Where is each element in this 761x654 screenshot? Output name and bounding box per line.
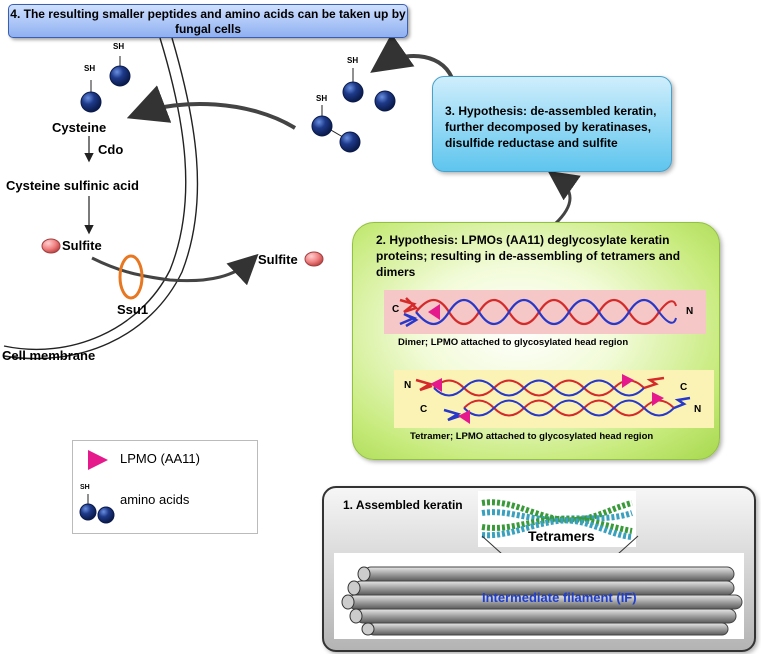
arrow-box2-to-box3 xyxy=(547,170,581,226)
amino-acid-cluster xyxy=(311,68,396,153)
cysteine-sulfinic-acid-label: Cysteine sulfinic acid xyxy=(6,178,139,193)
tetramers-illustration xyxy=(478,491,636,547)
step3-text: 3. Hypothesis: de-assembled keratin, fur… xyxy=(445,104,657,150)
sh-label-aa-2: SH xyxy=(316,94,328,103)
ssu1-label: Ssu1 xyxy=(117,302,149,317)
dimer-caption: Dimer; LPMO attached to glycosylated hea… xyxy=(398,337,629,348)
sh-label-aa-1: SH xyxy=(347,56,359,65)
sulfite-outside-label: Sulfite xyxy=(258,252,298,267)
cysteine-molecule xyxy=(80,56,131,113)
step3-box: 3. Hypothesis: de-assembled keratin, fur… xyxy=(432,76,672,172)
legend-lpmo-label: LPMO (AA11) xyxy=(120,451,200,466)
step4-box: 4. The resulting smaller peptides and am… xyxy=(8,4,408,38)
amino-acid-legend-icon xyxy=(79,494,115,524)
intermediate-filament-illustration xyxy=(334,553,744,639)
if-label: Intermediate filament (IF) xyxy=(482,590,637,605)
step4-text: 4. The resulting smaller peptides and am… xyxy=(10,7,406,36)
cell-membrane-label: Cell membrane xyxy=(2,348,96,363)
tetramer-c-label-left: C xyxy=(420,404,428,415)
ssu1-transporter-icon xyxy=(118,254,144,300)
cdo-label: Cdo xyxy=(98,142,124,157)
legend-sh-label: SH xyxy=(80,484,90,491)
sh-label-cysteine-2: SH xyxy=(113,42,125,51)
cell-membrane-lines xyxy=(3,37,199,360)
step2-text: 2. Hypothesis: LPMOs (AA11) deglycosylat… xyxy=(376,233,681,279)
sulfite-inside-label: Sulfite xyxy=(62,238,102,253)
tetramers-label: Tetramers xyxy=(528,528,595,544)
step1-text: 1. Assembled keratin xyxy=(343,498,463,512)
lpmo-marker-icon xyxy=(622,374,634,388)
tetramer-n-label-right: N xyxy=(694,404,702,415)
tetramer-n-label-left: N xyxy=(404,380,412,391)
cysteine-label: Cysteine xyxy=(52,120,107,135)
tetramer-caption: Tetramer; LPMO attached to glycosylated … xyxy=(410,431,654,442)
tetramer-connector-lines xyxy=(481,535,639,555)
tetramer-c-label-right: C xyxy=(680,382,688,393)
legend-amino-acids-label: amino acids xyxy=(120,492,190,507)
arrow-sulfite-export xyxy=(91,253,259,286)
sh-label-cysteine-1: SH xyxy=(84,64,96,73)
lpmo-marker-icon xyxy=(428,304,440,320)
lpmo-marker-icon xyxy=(430,378,442,392)
lpmo-marker-icon xyxy=(652,392,664,406)
lpmo-legend-icon xyxy=(88,450,108,470)
tetramer-illustration xyxy=(394,370,714,428)
dimer-illustration xyxy=(384,290,706,334)
sulfite-inside-icon xyxy=(41,238,61,254)
dimer-c-label: C xyxy=(392,304,400,315)
lpmo-marker-icon xyxy=(458,410,470,424)
arrow-aminoacids-to-cysteine xyxy=(126,85,297,130)
dimer-n-label: N xyxy=(686,306,694,317)
arrow-box3-to-aminoacids xyxy=(370,33,454,79)
sulfite-outside-icon xyxy=(304,251,324,267)
